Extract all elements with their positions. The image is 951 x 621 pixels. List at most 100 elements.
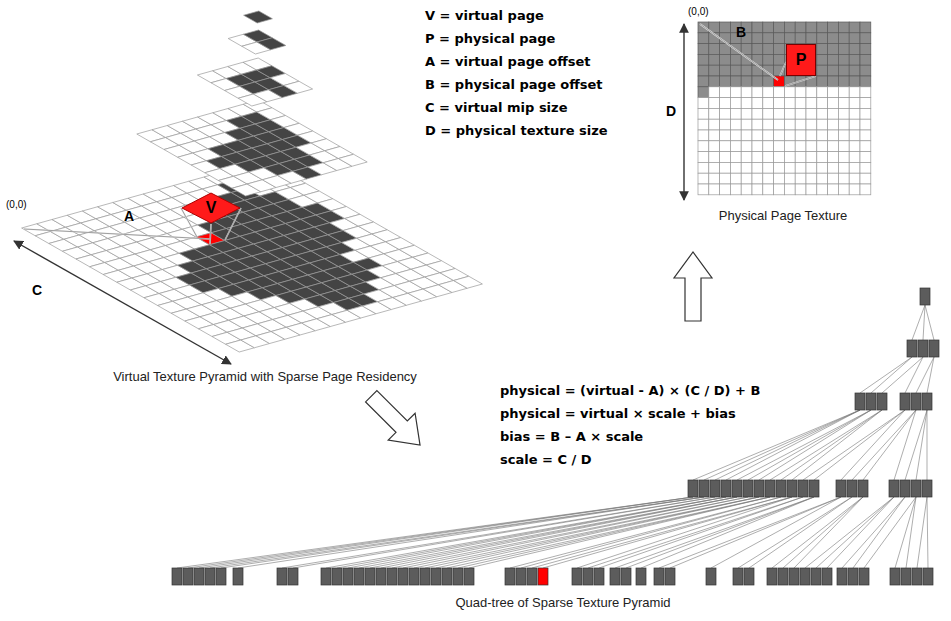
tree-node xyxy=(900,393,910,410)
tree-link xyxy=(816,497,894,568)
physical-cell xyxy=(698,98,709,109)
definition-text: P = physical page xyxy=(425,31,555,46)
physical-cell xyxy=(849,87,860,98)
size-label: D xyxy=(666,103,676,119)
physical-cell xyxy=(730,119,741,130)
page-cell xyxy=(244,11,273,23)
tree-link xyxy=(641,497,814,568)
tree-node xyxy=(918,340,928,357)
tree-link xyxy=(895,497,916,568)
tree-link xyxy=(925,305,934,340)
physical-cell xyxy=(741,44,752,55)
physical-cell xyxy=(817,44,828,55)
physical-cell xyxy=(709,152,720,163)
tree-node xyxy=(789,568,799,585)
mip-level xyxy=(197,58,312,106)
physical-cell xyxy=(817,173,828,184)
physical-cell xyxy=(817,65,828,76)
physical-cell xyxy=(774,119,785,130)
leader-line xyxy=(210,224,211,244)
physical-cell xyxy=(806,152,817,163)
physical-cell xyxy=(774,22,785,33)
flow-arrows xyxy=(358,252,712,458)
physical-cell xyxy=(838,184,849,195)
physical-cell xyxy=(752,173,763,184)
tree-node xyxy=(922,393,932,410)
physical-cell xyxy=(698,65,709,76)
tree-node xyxy=(767,568,777,585)
physical-cell xyxy=(806,98,817,109)
tree-node xyxy=(907,340,917,357)
page-letter: V xyxy=(206,199,217,217)
leader-line xyxy=(700,24,778,80)
physical-cell xyxy=(763,22,774,33)
physical-cell xyxy=(795,162,806,173)
tree-link xyxy=(659,497,841,568)
tree-node xyxy=(721,480,731,497)
tree-node xyxy=(837,568,847,585)
tree-link xyxy=(794,497,863,568)
physical-cell xyxy=(860,162,871,173)
tree-node xyxy=(527,568,537,585)
physical-cell xyxy=(720,108,731,119)
physical-cell xyxy=(774,87,785,98)
definition-text: D = physical texture size xyxy=(425,123,608,138)
tree-node xyxy=(699,480,709,497)
physical-cell xyxy=(828,33,839,44)
tree-node xyxy=(538,568,548,585)
caption: Quad-tree of Sparse Texture Pyramid xyxy=(455,595,670,610)
physical-cell xyxy=(698,130,709,141)
physical-cell xyxy=(752,152,763,163)
tree-link xyxy=(359,497,737,568)
physical-cell xyxy=(838,65,849,76)
physical-cell xyxy=(860,33,871,44)
tree-link xyxy=(916,410,927,480)
tree-node xyxy=(754,480,764,497)
tree-link xyxy=(860,357,912,393)
tree-link xyxy=(715,410,860,480)
tree-link xyxy=(792,410,882,480)
formula-text: physical = (virtual - A) × (C / D) + B xyxy=(500,383,760,398)
physical-cell xyxy=(730,152,741,163)
physical-cell xyxy=(763,33,774,44)
physical-cell xyxy=(860,108,871,119)
mip-level xyxy=(228,30,286,54)
physical-cell xyxy=(741,98,752,109)
physical-cell xyxy=(828,22,839,33)
physical-cell xyxy=(849,54,860,65)
tree-node xyxy=(172,568,182,585)
physical-cell xyxy=(752,141,763,152)
tree-link xyxy=(927,410,928,480)
physical-cell xyxy=(828,119,839,130)
tree-node xyxy=(733,568,743,585)
physical-cell xyxy=(838,152,849,163)
physical-cell xyxy=(784,152,795,163)
physical-cell xyxy=(849,119,860,130)
physical-cell xyxy=(763,173,774,184)
physical-cell xyxy=(784,108,795,119)
physical-cell xyxy=(763,108,774,119)
physical-cell xyxy=(838,141,849,152)
physical-cell xyxy=(838,119,849,130)
leader-line xyxy=(785,76,816,86)
physical-cell xyxy=(849,162,860,173)
tree-link xyxy=(532,497,792,568)
physical-cell xyxy=(784,22,795,33)
tree-node xyxy=(453,568,463,585)
physical-cell xyxy=(720,65,731,76)
leader-line xyxy=(785,76,816,86)
tree-node xyxy=(376,568,386,585)
quad-tree xyxy=(172,288,939,585)
physical-cell xyxy=(838,76,849,87)
physical-cell xyxy=(741,173,752,184)
tree-link xyxy=(781,410,882,480)
tree-node xyxy=(665,568,675,585)
physical-cell xyxy=(838,22,849,33)
dimension-arrow xyxy=(14,241,231,364)
tree-node xyxy=(194,568,204,585)
tree-link xyxy=(348,497,726,568)
tree-link xyxy=(814,410,905,480)
physical-cell xyxy=(795,108,806,119)
dimension-arrow xyxy=(683,24,684,200)
tree-link xyxy=(842,497,905,568)
